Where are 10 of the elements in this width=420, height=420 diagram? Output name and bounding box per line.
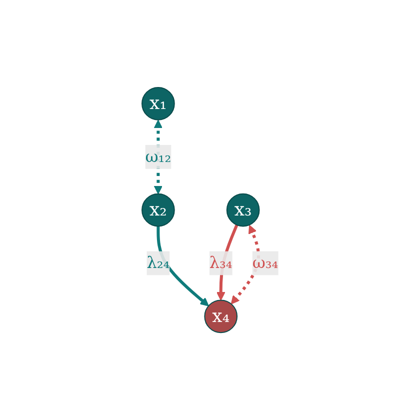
edge-label: λ₂₄ (146, 253, 170, 272)
node-circle: x₄ (204, 300, 238, 334)
edge-label: λ₃₄ (209, 253, 232, 272)
node-circle: x₃ (226, 193, 260, 227)
arrow (216, 224, 238, 301)
edge-label: ω₁₂ (145, 146, 172, 166)
node-circle: x₁ (141, 86, 175, 120)
arrow (156, 226, 209, 306)
node-circle: x₂ (141, 193, 175, 227)
edge-label: ω₃₄ (252, 253, 278, 272)
